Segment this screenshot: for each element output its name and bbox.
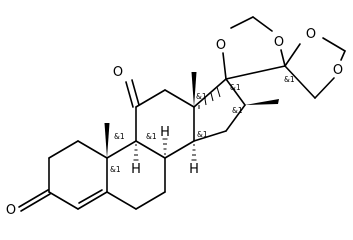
stereo-flag-c14: &1: [197, 130, 208, 139]
ring-c: [125, 79, 195, 159]
bond-c3-o-a: [18, 189, 49, 208]
stereo-flag-c10: &1: [110, 165, 121, 174]
bond-c9-c8: [135, 140, 166, 159]
stereo-flag-c13: &1: [196, 92, 207, 101]
atom-labels: O O O O O O H H H: [4, 25, 345, 218]
bond-c17-o1: [222, 52, 227, 80]
stereo-flags: &1 &1 &1 &1 &1 &1 &1 &1: [110, 75, 295, 174]
bond-c7-c6: [135, 191, 166, 210]
bond-o3-ch2: [322, 37, 346, 52]
bond-ch2b-c20: [284, 65, 316, 99]
hash-c8-h: [162, 138, 168, 155]
stereo-flag-c8: &1: [146, 132, 157, 141]
atom-o-c11: O: [113, 65, 123, 80]
atom-h-c14: H: [189, 162, 199, 177]
bond-o4-ch2b: [314, 77, 335, 99]
bond-o2-c20: [280, 49, 286, 67]
atom-h-c8: H: [160, 125, 170, 140]
stereo-flag-c20: &1: [284, 75, 295, 84]
wedge-c16-methyl: [245, 99, 279, 105]
hash-c14-h: [191, 144, 197, 161]
bond-c1-c10: [77, 140, 108, 159]
atom-h-c9: H: [131, 162, 141, 177]
molecule-structure: O O O O O O H H H &1 &1 &1 &1 &1 &1 &1 &…: [4, 16, 346, 218]
bond-c5-c4-double: [78, 189, 103, 204]
ring-d: [193, 78, 246, 142]
bond-c20-c17: [225, 65, 286, 80]
atom-o-dioxolane-a2: O: [274, 35, 284, 50]
stereo-flag-c17: &1: [230, 83, 241, 92]
stereo-flag-c9: &1: [114, 132, 125, 141]
bond-c20-o3: [284, 43, 301, 67]
bond-c12-c13: [164, 89, 195, 108]
dioxolane-a: [222, 16, 286, 80]
ring-b: [106, 140, 166, 210]
bond-c4-c3: [48, 191, 79, 210]
bond-ch2-o4: [340, 50, 346, 61]
bond-c14-c8: [164, 140, 195, 159]
bond-c5-c4: [77, 191, 108, 210]
bond-c10-c9: [106, 140, 137, 159]
atom-o-dioxolane-b2: O: [333, 63, 343, 78]
stereo-flag-c16: &1: [232, 106, 243, 115]
wedge-c13-methyl: [191, 72, 197, 107]
atom-o-dioxolane-a1: O: [216, 38, 226, 53]
bond-c11-c12: [135, 89, 166, 108]
dioxolane-b: [284, 37, 346, 99]
bond-c6-c5: [106, 191, 137, 210]
ring-a: [18, 140, 108, 212]
hash-c13-c17: [198, 86, 221, 109]
bond-c15-c16: [225, 104, 246, 132]
bond-ch2-o2: [252, 16, 273, 32]
bond-c17-c13: [193, 78, 227, 108]
bond-c11-o-a: [125, 81, 134, 108]
wedge-c10-methyl: [104, 123, 110, 158]
bond-o1-ch2: [230, 16, 254, 29]
bond-c2-c1: [48, 140, 79, 159]
bond-c14-c15: [193, 130, 227, 142]
hash-c9-h: [133, 144, 139, 161]
bond-c11-o-b: [131, 79, 140, 106]
bond-c16-c17: [225, 78, 246, 106]
bond-c3-o-b: [20, 193, 51, 212]
atom-o-c3: O: [6, 203, 16, 218]
atom-o-dioxolane-b1: O: [306, 27, 316, 42]
